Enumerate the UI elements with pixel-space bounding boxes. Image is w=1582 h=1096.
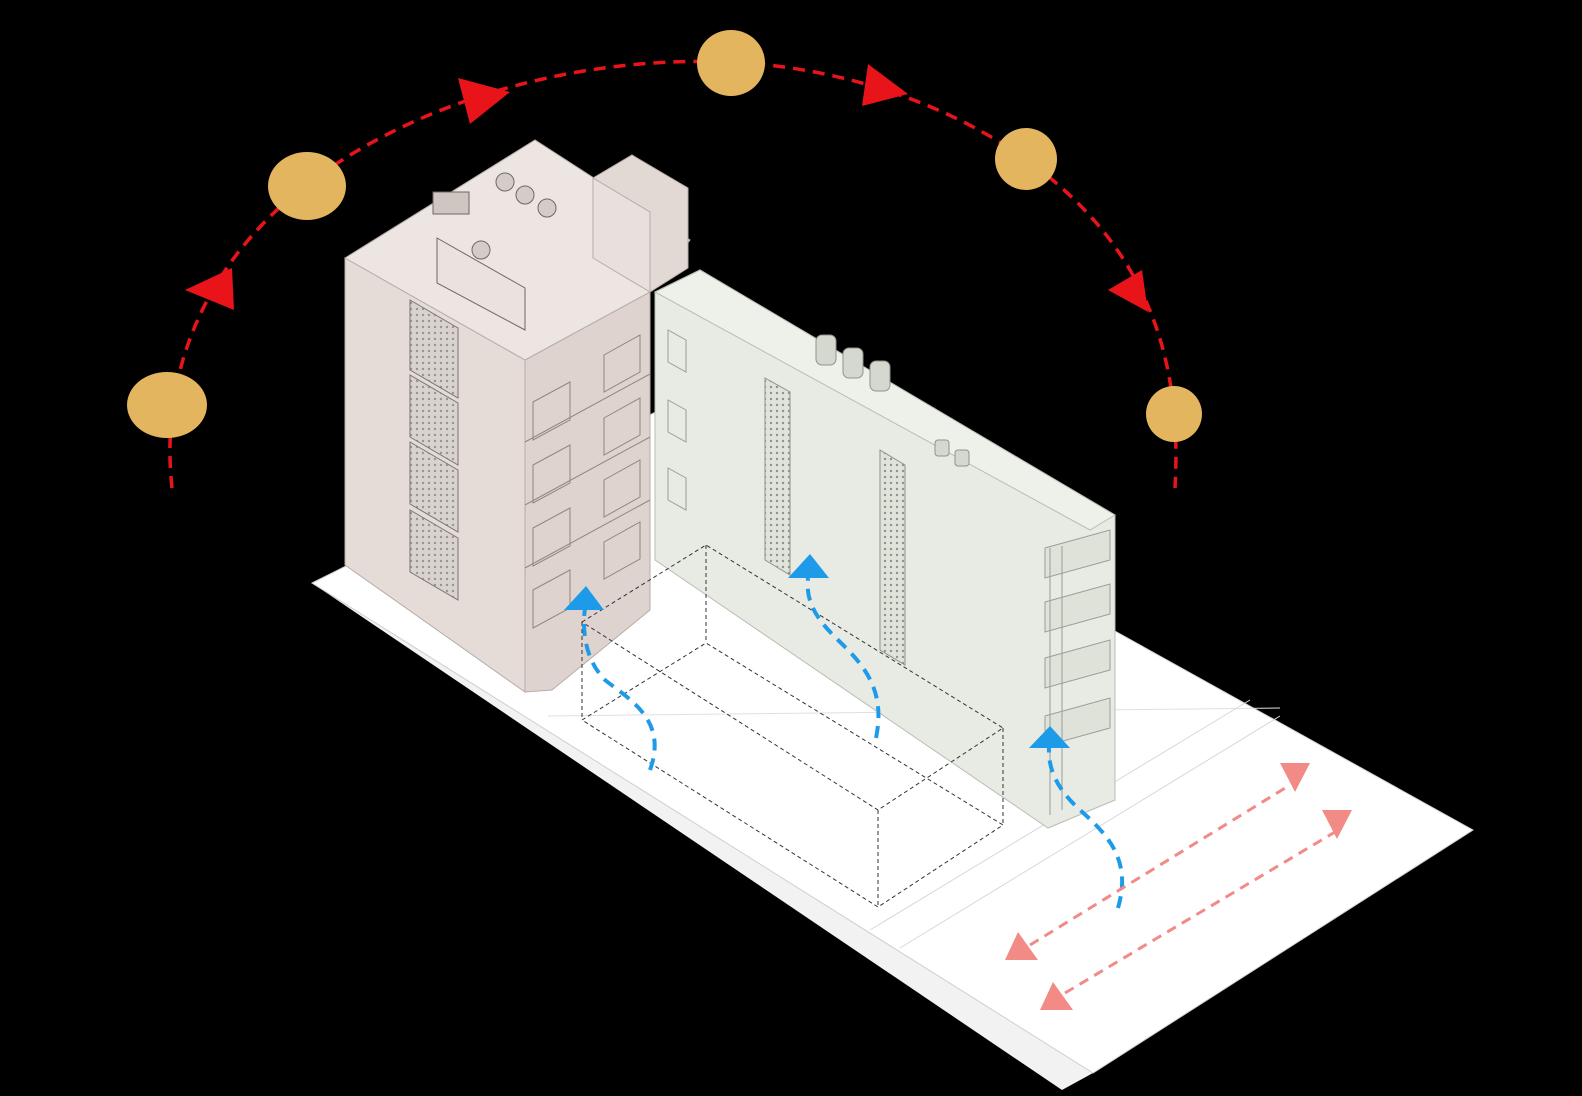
airflow-arrows [564,554,1124,909]
wind-arrow-icon [564,586,604,610]
roof-tanks [815,334,970,467]
empty-plot-volume [581,544,1004,908]
airflow-path [1046,747,1124,909]
traffic-arrow-icon [1280,763,1310,792]
wind-arrow-icon [1029,726,1070,748]
sun-icon [1146,386,1202,442]
balcony-stack [1044,529,1111,815]
airflow-path [582,607,657,771]
tall-block-windows [524,334,651,629]
wind-arrow-icon [788,554,829,578]
sun-icon [697,30,765,96]
sun-icon [995,128,1057,190]
traffic-arrow-icon [1005,932,1038,960]
screen-panel [409,374,459,466]
traffic-arrow-icon [1322,810,1352,839]
sun-positions [127,30,1202,442]
low-block-windows [667,329,687,511]
traffic-arrows [1005,763,1352,1010]
low-building-block [653,269,1116,829]
triangle-arrow-icon [862,64,908,106]
traffic-arrow-icon [1040,982,1073,1010]
screen-panel [409,441,459,533]
screen-panel [764,377,791,576]
street-edge-line [899,715,1281,949]
screen-panel [409,509,459,601]
screen-panel [879,449,906,666]
triangle-arrow-icon [1108,270,1148,312]
tall-building-block [344,139,691,693]
triangle-arrow-icon [458,78,510,124]
sun-path [168,59,1178,489]
sun-icon [127,372,207,438]
airflow-path [805,577,881,739]
sun-icon [268,152,346,220]
screen-panel [409,299,459,399]
roof-equipment [432,172,557,331]
traffic-lane [1064,830,1336,995]
triangle-arrow-icon [185,268,234,310]
